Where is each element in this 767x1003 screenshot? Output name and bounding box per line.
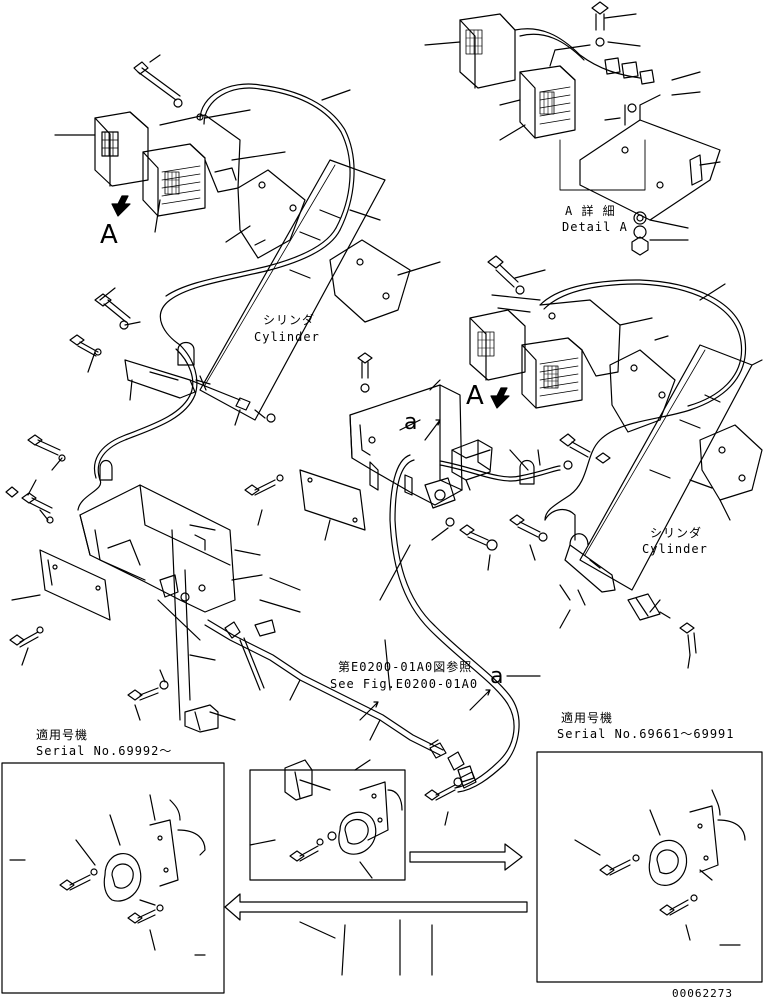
horn-assembly-center	[250, 760, 405, 880]
serial-right-label-jp: 適用号機	[561, 711, 614, 725]
inset-left	[2, 763, 224, 993]
wire-left-side	[78, 345, 197, 510]
reference-leader	[380, 545, 410, 690]
detail-a-label-jp: A 詳 細	[565, 204, 616, 218]
wire-harness-right	[540, 280, 746, 520]
connector-box-center	[452, 440, 492, 480]
serial-right-label-en: Serial No.69661～69991	[557, 727, 735, 741]
bolts-bottom-left	[10, 627, 168, 720]
lamp-assembly-right	[470, 256, 675, 432]
bolts-far-left	[6, 435, 65, 523]
cover-box-left	[80, 485, 262, 612]
cylinder-label-right-en: Cylinder	[642, 542, 708, 556]
wire-center-right	[440, 450, 560, 490]
plate-left	[12, 550, 110, 620]
cylinder-guard-left	[200, 160, 440, 420]
clamp-cluster-left	[70, 288, 275, 425]
bolts-bottom-center	[425, 740, 474, 825]
clamp-right	[545, 510, 615, 605]
view-a-label-left: A	[100, 220, 118, 250]
cover-box-center	[350, 353, 462, 508]
arrows-between-insets	[225, 844, 527, 920]
cylinder-guard-right	[560, 345, 762, 628]
reference-label-jp: 第E0200-01A0図参照	[338, 660, 473, 674]
serial-left-label-en: Serial No.69992～	[36, 744, 173, 758]
cylinder-label-left-en: Cylinder	[254, 330, 320, 344]
detail-a-drawing	[425, 2, 720, 255]
view-a-label-right: A	[466, 381, 484, 411]
connector-a-indicators	[360, 420, 540, 720]
bracket-bottom-left	[185, 705, 330, 800]
cylinder-label-left-jp: シリンダ	[263, 313, 316, 327]
bolts-center-right	[432, 434, 610, 570]
inset-right	[537, 752, 762, 982]
cylinder-label-right-jp: シリンダ	[650, 526, 703, 540]
detail-a-label-en: Detail A	[562, 220, 628, 234]
plate-center	[245, 470, 365, 540]
leaders-bottom	[300, 920, 432, 975]
connector-a-label-right: a	[490, 664, 504, 689]
drawing-number: 00062273	[672, 987, 733, 1000]
wire-down-center	[390, 455, 519, 792]
wire-harness-top	[160, 84, 354, 345]
reference-label-en: See Fig.E0200-01A0	[330, 677, 479, 691]
main-harness-center	[158, 530, 446, 758]
connector-a-label-left: a	[404, 410, 418, 435]
grommet-right	[628, 594, 696, 668]
serial-left-label-jp: 適用号機	[36, 728, 89, 742]
lamp-assembly-top-left	[55, 55, 305, 258]
